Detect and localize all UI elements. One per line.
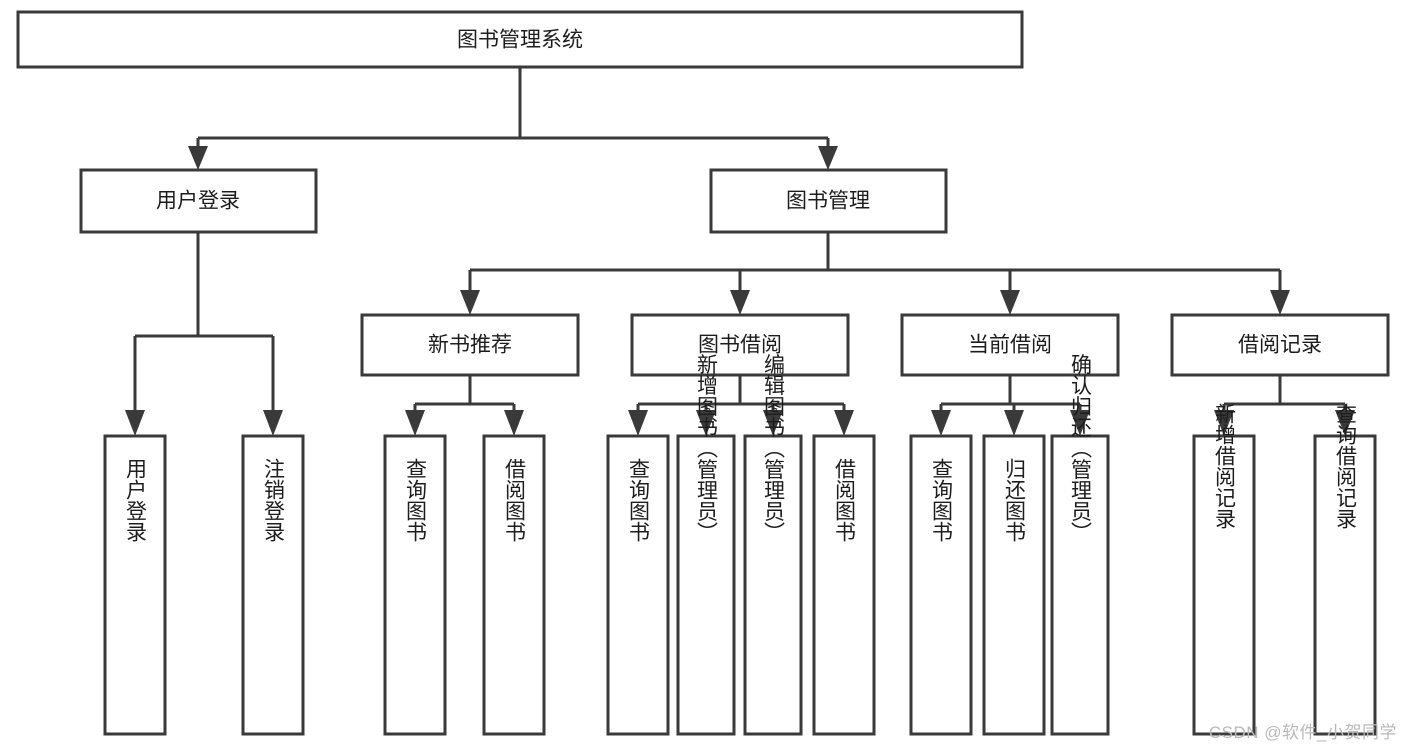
node-leaf-query-book-rec-label: 查询图书 (404, 458, 428, 542)
node-leaf-add-borrow-record[interactable]: 新增借阅记录 (1192, 403, 1256, 736)
node-leaf-logout-label: 注销登录 (262, 458, 286, 542)
node-root[interactable]: 图书管理系统 (16, 10, 1024, 69)
node-new-book-recommend-label: 新书推荐 (428, 334, 512, 357)
node-leaf-confirm-return-admin-label: 确认归还（管理员） (1069, 354, 1093, 543)
node-leaf-edit-book-admin[interactable]: 编辑图书（管理员） (743, 354, 803, 736)
arrow-head-login-leaf-2 (263, 410, 283, 436)
node-leaf-query-borrow-record[interactable]: 查询借阅记录 (1313, 403, 1377, 736)
arrow-head-newbook-leaf-2 (504, 410, 524, 436)
node-leaf-add-book-admin-box[interactable] (676, 434, 736, 736)
arrow-head-to-newbook (460, 290, 480, 315)
arrow-head-login-leaf-1 (125, 410, 145, 436)
node-leaf-query-book-current[interactable]: 查询图书 (909, 434, 973, 736)
node-book-management-label: 图书管理 (786, 190, 870, 213)
connector-group-bookmgmt (460, 232, 1290, 315)
node-leaf-user-login-box[interactable] (103, 434, 167, 736)
node-leaf-borrow-book-rec-label: 借阅图书 (503, 458, 527, 542)
connector-group-newbook (405, 375, 524, 436)
node-leaf-query-borrow-record-box[interactable] (1313, 434, 1377, 736)
node-leaf-query-book-rec[interactable]: 查询图书 (383, 434, 447, 736)
arrow-head-to-records (1270, 290, 1290, 315)
arrow-head-current-leaf-3 (1070, 410, 1090, 436)
node-leaf-return-book[interactable]: 归还图书 (982, 434, 1046, 736)
arrow-head-current-leaf-2 (1004, 410, 1024, 436)
connector-group-current (931, 375, 1090, 436)
arrow-head-borrow-leaf-3 (763, 410, 783, 436)
node-leaf-borrow-book[interactable]: 借阅图书 (812, 434, 876, 736)
node-leaf-borrow-book-rec-box[interactable] (482, 434, 546, 736)
node-leaf-borrow-book-rec[interactable]: 借阅图书 (482, 434, 546, 736)
arrow-head-newbook-leaf-1 (405, 410, 425, 436)
node-leaf-borrow-book-label: 借阅图书 (833, 458, 857, 542)
node-root-box[interactable] (16, 10, 1024, 69)
connector-group-login (125, 232, 283, 436)
node-book-management[interactable]: 图书管理 (709, 168, 948, 234)
node-leaf-confirm-return-admin-box[interactable] (1050, 434, 1110, 736)
arrow-head-records-leaf-2 (1335, 410, 1355, 436)
node-leaf-user-login-label: 用户登录 (124, 458, 148, 542)
node-leaf-query-book-current-label: 查询图书 (930, 458, 954, 542)
node-leaf-return-book-label: 归还图书 (1003, 458, 1027, 542)
node-leaf-query-book-borrow-box[interactable] (606, 434, 670, 736)
arrow-head-root-to-bookmgmt (818, 146, 838, 170)
connector-group-borrow (628, 375, 854, 436)
node-leaf-borrow-book-box[interactable] (812, 434, 876, 736)
node-leaf-add-book-admin[interactable]: 新增图书（管理员） (676, 354, 736, 736)
node-current-borrow-box[interactable] (900, 313, 1120, 377)
node-book-management-box[interactable] (709, 168, 948, 234)
arrow-head-borrow-leaf-1 (628, 410, 648, 436)
node-leaf-query-book-borrow[interactable]: 查询图书 (606, 434, 670, 736)
node-leaf-add-borrow-record-box[interactable] (1192, 434, 1256, 736)
node-user-login-box[interactable] (79, 168, 318, 234)
node-leaf-query-book-rec-box[interactable] (383, 434, 447, 736)
node-leaf-add-borrow-record-label: 新增借阅记录 (1213, 403, 1237, 529)
node-current-borrow-label: 当前借阅 (968, 334, 1052, 357)
node-leaf-confirm-return-admin[interactable]: 确认归还（管理员） (1050, 354, 1110, 736)
node-borrow-records-label: 借阅记录 (1238, 334, 1322, 357)
node-user-login-label: 用户登录 (156, 190, 240, 213)
node-root-label: 图书管理系统 (457, 29, 583, 52)
csdn-watermark: CSDN @软件_小贺同学 (1208, 723, 1397, 742)
node-leaf-query-book-current-box[interactable] (909, 434, 973, 736)
arrow-head-to-current (1000, 290, 1020, 315)
node-leaf-user-login[interactable]: 用户登录 (103, 434, 167, 736)
node-leaf-query-book-borrow-label: 查询图书 (627, 458, 651, 542)
node-new-book-recommend[interactable]: 新书推荐 (360, 313, 580, 377)
node-book-borrow-label: 图书借阅 (698, 334, 782, 357)
node-book-borrow-box[interactable] (630, 313, 850, 377)
node-leaf-logout-box[interactable] (241, 434, 305, 736)
arrow-head-to-borrow (730, 290, 750, 315)
arrow-head-root-to-login (188, 146, 208, 170)
node-leaf-return-book-box[interactable] (982, 434, 1046, 736)
arrow-head-records-leaf-1 (1214, 410, 1234, 436)
node-leaf-query-borrow-record-label: 查询借阅记录 (1334, 403, 1358, 529)
node-user-login[interactable]: 用户登录 (79, 168, 318, 234)
node-leaf-add-book-admin-label: 新增图书（管理员） (695, 354, 719, 543)
node-leaf-edit-book-admin-box[interactable] (743, 434, 803, 736)
node-current-borrow[interactable]: 当前借阅 (900, 313, 1120, 377)
node-book-borrow[interactable]: 图书借阅 (630, 313, 850, 377)
arrow-head-borrow-leaf-4 (834, 410, 854, 436)
node-borrow-records[interactable]: 借阅记录 (1170, 313, 1390, 377)
node-leaf-edit-book-admin-label: 编辑图书（管理员） (762, 354, 786, 543)
arrow-head-borrow-leaf-2 (696, 410, 716, 436)
arrow-head-current-leaf-1 (931, 410, 951, 436)
node-leaf-logout[interactable]: 注销登录 (241, 434, 305, 736)
node-new-book-recommend-box[interactable] (360, 313, 580, 377)
connector-group-root (188, 67, 838, 170)
node-borrow-records-box[interactable] (1170, 313, 1390, 377)
connector-group-records (1214, 375, 1355, 436)
